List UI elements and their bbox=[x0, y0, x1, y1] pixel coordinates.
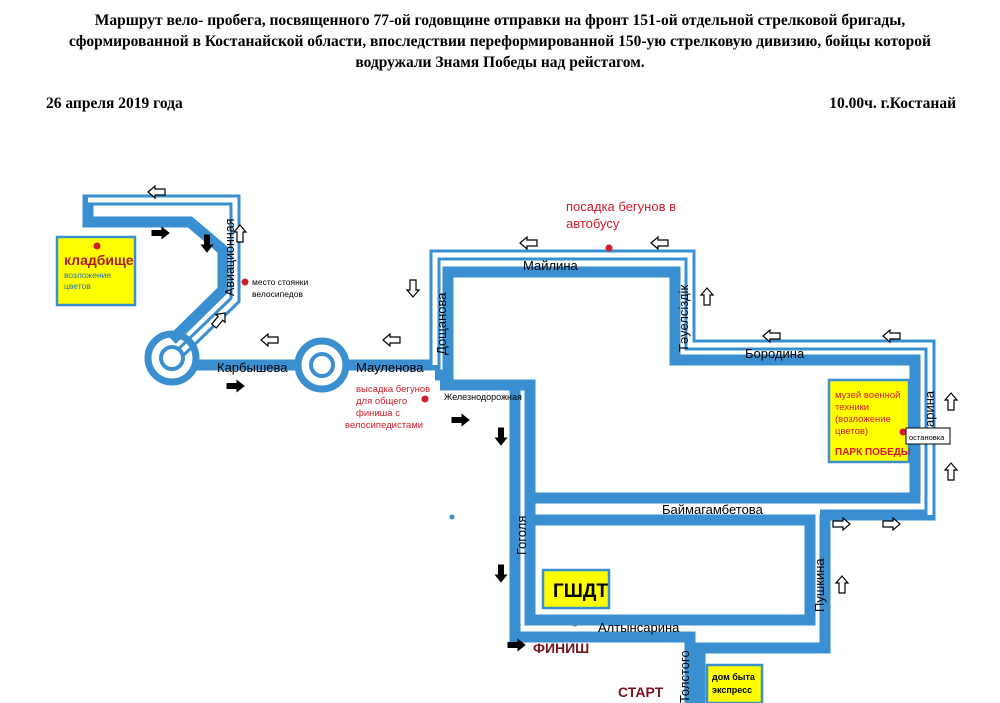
arrow-up-icon bbox=[944, 392, 958, 411]
street-doshchanova: Дощанова bbox=[434, 292, 449, 355]
title-line-3: водружали Знамя Победы над рейстагом. bbox=[355, 54, 645, 71]
runners-drop-label-2: для общего bbox=[356, 396, 407, 407]
map-title: Маршрут вело- пробега, посвященного 77-о… bbox=[0, 10, 1000, 73]
bus-stop-label: остановка bbox=[909, 433, 945, 442]
street-borodina: Бородина bbox=[745, 346, 805, 361]
museum-box: музей военной техники (возложение цветов… bbox=[827, 378, 911, 464]
museum-label-4: цветов) bbox=[835, 426, 868, 437]
arrow-down-icon bbox=[495, 427, 507, 446]
arrow-left-icon bbox=[650, 236, 669, 250]
museum-label-2: техники bbox=[835, 402, 869, 413]
street-aviatsionnaya: Авиационная bbox=[223, 218, 237, 296]
arrow-right-icon bbox=[151, 227, 170, 239]
bike-parking-marker bbox=[241, 278, 249, 286]
runners-drop-marker bbox=[421, 395, 429, 403]
cemetery-box: кладбище возложение цветов bbox=[55, 235, 137, 307]
street-zheleznodorozhnaya: Железнодорожная bbox=[444, 392, 522, 402]
street-karbysheva: Карбышева bbox=[217, 360, 288, 375]
event-date: 26 апреля 2019 года bbox=[46, 95, 183, 112]
arrow-up-icon bbox=[700, 287, 714, 306]
bike-parking-label-1: место стоянки bbox=[252, 277, 308, 287]
street-gogolya: Гоголя bbox=[514, 516, 529, 555]
bike-parking-label-2: велосипедов bbox=[252, 289, 303, 299]
finish-label: ФИНИШ bbox=[533, 640, 589, 656]
bus-stop-box bbox=[905, 427, 951, 445]
arrow-left-icon bbox=[382, 333, 401, 347]
museum-marker bbox=[899, 428, 907, 436]
gshdt-marker bbox=[571, 619, 579, 627]
title-line-1: Маршрут вело- пробега, посвященного 77-о… bbox=[94, 12, 906, 29]
runners-drop-label-3: финиша с bbox=[356, 408, 400, 419]
street-mailina: Майлина bbox=[523, 258, 578, 273]
arrow-down-icon bbox=[495, 564, 507, 583]
dom-byta-label-2: экспресс bbox=[712, 685, 752, 695]
museum-label-1: музей военной bbox=[835, 390, 900, 401]
runners-boarding-marker bbox=[605, 244, 613, 252]
dom-byta-box: дом быта экспресс bbox=[705, 663, 764, 703]
dom-byta-label-1: дом быта bbox=[712, 672, 756, 682]
arrow-left-icon bbox=[519, 236, 538, 250]
blue-dot bbox=[449, 514, 455, 520]
museum-label-3: (возложение bbox=[835, 414, 891, 425]
street-altynsarina: Алтынсарина bbox=[598, 620, 680, 635]
arrow-down-icon bbox=[406, 279, 420, 298]
start-label: СТАРТ bbox=[618, 684, 664, 700]
runners-boarding-label-2: автобусу bbox=[566, 216, 620, 231]
event-time-place: 10.00ч. г.Костанай bbox=[829, 95, 956, 112]
roundabout-left bbox=[144, 330, 200, 386]
gshdt-box: ГШДТ bbox=[541, 568, 611, 610]
arrow-up-icon bbox=[944, 462, 958, 481]
roundabout-right bbox=[294, 337, 350, 393]
arrow-up-icon bbox=[835, 575, 849, 594]
street-tauelsizdik: Тәуелсіздік bbox=[676, 285, 691, 352]
street-baimagambetova: Баймагамбетова bbox=[662, 502, 764, 517]
street-maulenova: Мауленова bbox=[356, 360, 424, 375]
runners-drop-label-4: велосипедистами bbox=[345, 420, 423, 431]
cemetery-note-1: возложение bbox=[64, 270, 111, 280]
arrow-right-icon bbox=[451, 414, 470, 426]
street-tolstogo: Толстого bbox=[677, 650, 692, 703]
park-label: ПАРК ПОБЕДЫ bbox=[835, 447, 911, 458]
runners-drop-label-1: высадка бегунов bbox=[356, 384, 430, 395]
gshdt-label: ГШДТ bbox=[553, 581, 608, 602]
arrow-right-icon bbox=[226, 380, 245, 392]
street-pushkina: Пушкина bbox=[812, 558, 827, 612]
cemetery-title: кладбище bbox=[64, 252, 134, 268]
runners-boarding-label-1: посадка бегунов в bbox=[566, 199, 676, 214]
arrow-left-icon bbox=[260, 333, 279, 347]
cemetery-note-2: цветов bbox=[64, 281, 91, 291]
title-line-2: сформированной в Костанайской области, в… bbox=[69, 33, 931, 50]
road-network bbox=[82, 194, 936, 703]
marker-dot bbox=[93, 242, 101, 250]
